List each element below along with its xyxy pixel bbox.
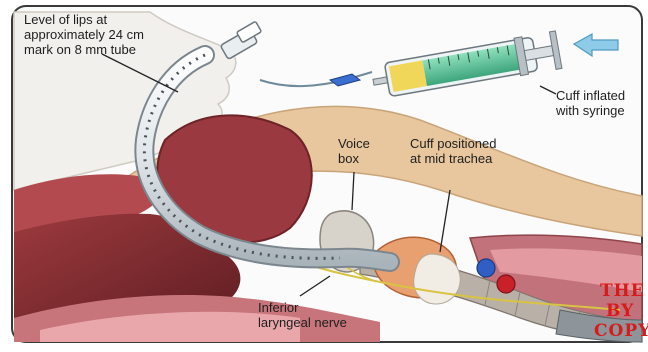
label-voice-box: Voice box [338, 136, 370, 166]
watermark-line1: THE [600, 282, 645, 301]
watermark-line2: BY [606, 302, 634, 321]
watermark-line3: COPY [594, 322, 648, 341]
artery [497, 275, 515, 293]
label-nerve: Inferior laryngeal nerve [258, 300, 347, 330]
label-cuff-inflated: Cuff inflated with syringe [556, 88, 625, 118]
label-lip-level: Level of lips at approximately 24 cm mar… [24, 12, 144, 57]
vein [477, 259, 495, 277]
label-cuff-position: Cuff positioned at mid trachea [410, 136, 497, 166]
